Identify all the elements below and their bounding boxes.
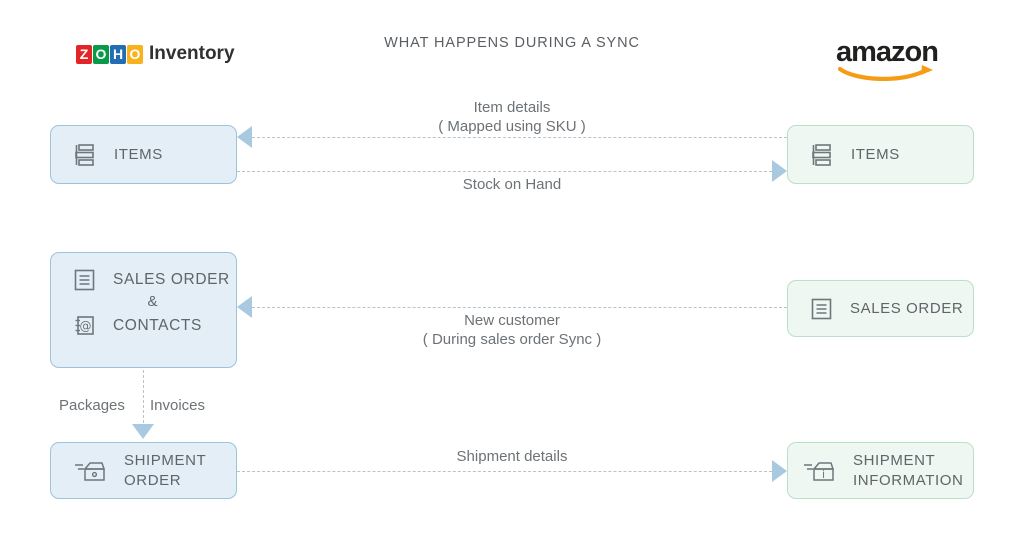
node-left-ampersand: & — [147, 293, 158, 310]
connector-item-details-arrowhead — [237, 126, 252, 148]
internal-flow-label-invoices: Invoices — [150, 397, 206, 414]
contacts-at-icon: @ — [73, 313, 96, 339]
node-left-sales-order-row: SALES ORDER — [51, 267, 236, 293]
document-lines-icon — [810, 296, 833, 322]
items-list-icon — [810, 142, 834, 168]
items-list-icon — [73, 142, 97, 168]
connector-new-customer-label-line1: New customer — [464, 312, 560, 329]
amazon-wordmark: amazon — [836, 36, 939, 68]
node-left-contacts-row: @ CONTACTS — [51, 313, 236, 339]
svg-text:i: i — [822, 468, 825, 481]
node-right-sales-order[interactable]: SALES ORDER — [787, 280, 974, 337]
connector-stock-on-hand-arrowhead — [772, 160, 787, 182]
zoho-inventory-wordmark: Inventory — [149, 43, 235, 64]
connector-item-details-label-line2: ( Mapped using SKU ) — [438, 118, 586, 136]
internal-flow-label-packages: Packages — [59, 397, 125, 414]
node-right-sales-order-label: SALES ORDER — [850, 299, 964, 317]
node-left-sales-order-contacts[interactable]: SALES ORDER & @ CONTACTS — [50, 252, 237, 368]
amazon-logo: amazon — [836, 36, 940, 81]
connector-shipment-details-line — [237, 471, 772, 472]
connector-item-details-line — [252, 137, 787, 138]
connector-shipment-details-label-line1: Shipment details — [456, 448, 568, 465]
shipment-box-info-icon: i — [802, 458, 836, 484]
connector-new-customer-line — [252, 307, 787, 308]
node-right-shipment-information-line2: INFORMATION — [853, 471, 964, 489]
connector-new-customer-label-line2: ( During sales order Sync ) — [422, 331, 602, 349]
node-right-shipment-information-line1: SHIPMENT — [853, 452, 936, 470]
node-right-items-label: ITEMS — [851, 145, 900, 163]
connector-shipment-details-arrowhead — [772, 460, 787, 482]
document-lines-icon — [73, 267, 96, 293]
node-left-shipment-order-line1: SHIPMENT — [124, 452, 207, 470]
connector-shipment-details-label: Shipment details — [332, 447, 692, 466]
shipment-box-icon — [73, 458, 107, 484]
zoho-tile-z: Z — [76, 44, 92, 64]
internal-flow-arrowhead — [132, 424, 154, 439]
internal-flow-line — [143, 370, 144, 428]
connector-item-details-label: Item details ( Mapped using SKU ) — [332, 98, 692, 136]
node-left-shipment-order-line2: ORDER — [124, 471, 182, 489]
zoho-logo-tiles: Z O H O — [76, 44, 143, 64]
zoho-tile-o-first: O — [93, 44, 109, 64]
connector-stock-on-hand-line — [237, 171, 772, 172]
node-left-items-label: ITEMS — [114, 145, 163, 163]
connector-stock-on-hand-label: Stock on Hand — [332, 175, 692, 194]
zoho-inventory-logo: Z O H O Inventory — [76, 43, 235, 65]
connector-new-customer-arrowhead — [237, 296, 252, 318]
svg-text:@: @ — [80, 319, 92, 333]
page-title: WHAT HAPPENS DURING A SYNC — [384, 35, 640, 51]
connector-stock-on-hand-label-line1: Stock on Hand — [462, 176, 562, 193]
node-right-items[interactable]: ITEMS — [787, 125, 974, 184]
node-left-contacts-label: CONTACTS — [113, 317, 202, 335]
connector-new-customer-label: New customer ( During sales order Sync ) — [332, 311, 692, 349]
node-left-items[interactable]: ITEMS — [50, 125, 237, 184]
zoho-tile-h: H — [110, 44, 126, 64]
amazon-smile-arrow-icon — [838, 65, 933, 81]
zoho-tile-o-second: O — [127, 44, 143, 64]
connector-item-details-label-line1: Item details — [473, 99, 551, 116]
node-left-sales-order-label: SALES ORDER — [113, 271, 230, 289]
